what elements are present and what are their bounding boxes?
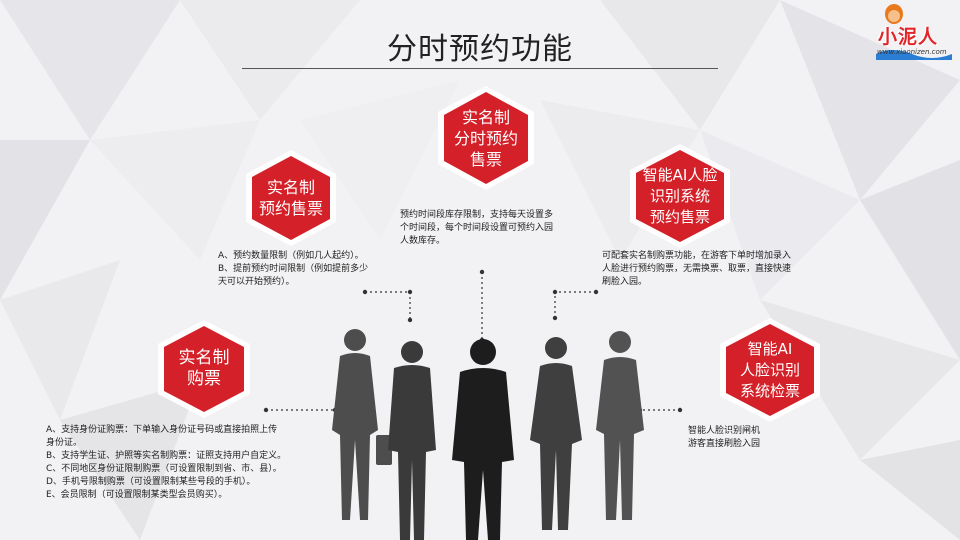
- feature-description-ai-face-checkin: 智能人脸识别闸机 游客直接刷脸入园: [688, 426, 761, 449]
- feature-description-realname-ticketing: A、支持身份证购票：下单输入身份证号码或直接拍照上传 身份证。 B、支持学生证、…: [46, 425, 287, 500]
- feature-hexagon-timeslot-reservation: 实名制 分时预约 售票: [438, 86, 534, 190]
- hexagon-shape: [158, 320, 250, 418]
- feature-label: 智能AI人脸 识别系统 预约售票: [642, 165, 718, 226]
- mascot-logo-icon: [876, 4, 952, 60]
- hexagon-shape: [438, 86, 534, 190]
- hexagon-shape: [720, 318, 820, 422]
- page-title: 分时预约功能: [387, 32, 573, 67]
- logo-url: www.xiaonizen.com: [877, 48, 947, 56]
- title-underline: [242, 68, 718, 69]
- feature-label: 智能AI 人脸识别 系统检票: [739, 339, 800, 400]
- feature-label: 实名制 分时预约 售票: [453, 107, 518, 169]
- feature-label: 实名制 购票: [178, 348, 230, 389]
- logo-name: 小泥人: [878, 26, 939, 48]
- feature-hexagon-realname-reservation: 实名制 预约售票: [246, 150, 336, 246]
- hexagon-shape: [630, 144, 730, 248]
- feature-hexagon-realname-ticketing: 实名制 购票: [158, 320, 250, 418]
- feature-description-ai-face-reservation: 可配套实名制购票功能，在游客下单时增加录入 人脸进行预约购票，无需换票、取票，直…: [602, 251, 792, 287]
- feature-description-realname-reservation: A、预约数量限制（例如几人起约）。 B、提前预约时间限制（例如提前多少 天可以开…: [218, 251, 369, 287]
- feature-label: 实名制 预约售票: [258, 178, 323, 218]
- feature-description-timeslot-reservation: 预约时间段库存限制，支持每天设置多 个时间段，每个时间段设置可预约入园 人数库存…: [400, 210, 554, 246]
- feature-hexagon-ai-face-checkin: 智能AI 人脸识别 系统检票: [720, 318, 820, 422]
- hexagon-shape: [246, 150, 336, 246]
- business-people-silhouettes: [332, 329, 644, 540]
- feature-hexagon-ai-face-reservation: 智能AI人脸 识别系统 预约售票: [630, 144, 730, 248]
